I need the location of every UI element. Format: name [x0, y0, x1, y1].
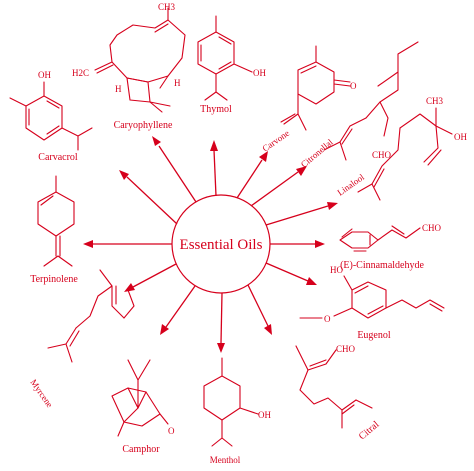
caryophyllene-h2c-label: H2C	[72, 68, 89, 78]
arrow-menthol	[217, 292, 225, 353]
menthol-oh-label: OH	[258, 410, 271, 420]
cinnamaldehyde-cho-label: CHO	[422, 223, 442, 233]
citral-structure: CHO Citral	[295, 344, 382, 442]
terpinolene-structure: Terpinolene	[30, 175, 78, 285]
citronellal-cho-label: CHO	[372, 150, 392, 160]
thymol-oh-label: OH	[253, 68, 266, 78]
carvacrol-oh-label: OH	[38, 70, 51, 80]
arrow-terpinolene	[83, 240, 172, 248]
linalool-label: Linalool	[335, 172, 366, 198]
eugenol-structure: HO O Eugenol	[299, 265, 445, 341]
arrow-carvacrol	[119, 170, 178, 225]
citral-label: Citral	[357, 419, 382, 442]
arrow-caryophyllene	[152, 136, 197, 203]
terpinolene-label: Terpinolene	[30, 274, 78, 285]
menthol-structure: OH Menthol	[203, 357, 271, 465]
arrow-citral	[247, 284, 272, 335]
eugenol-ho-label: HO	[330, 265, 343, 275]
menthol-label: Menthol	[210, 455, 241, 465]
camphor-label: Camphor	[122, 444, 160, 455]
arrows	[83, 136, 338, 353]
citral-cho-label: CHO	[336, 344, 356, 354]
camphor-o-label: O	[168, 426, 175, 436]
carvone-label: Carvone	[260, 128, 291, 154]
hub-label: Essential Oils	[180, 237, 263, 253]
camphor-structure: O Camphor	[111, 359, 175, 455]
caryophyllene-h2-label: H	[174, 78, 181, 88]
thymol-label: Thymol	[200, 104, 232, 115]
myrcene-structure: Myrcene	[28, 269, 135, 409]
carvone-o-label: O	[350, 81, 357, 91]
arrow-camphor	[160, 285, 196, 335]
caryophyllene-ch3-label: CH3	[158, 2, 176, 12]
arrow-cinnamaldehyde	[270, 240, 325, 248]
myrcene-label: Myrcene	[28, 377, 55, 409]
linalool-ch3-label: CH3	[426, 96, 444, 106]
arrow-carvone	[236, 151, 268, 199]
carvacrol-label: Carvacrol	[38, 152, 78, 163]
citronellal-label: Citronellal	[299, 137, 335, 170]
eugenol-o-label: O	[324, 314, 331, 324]
cinnamaldehyde-structure: CHO (E)-Cinnamaldehyde	[339, 223, 442, 271]
eugenol-label: Eugenol	[357, 330, 391, 341]
arrow-thymol	[210, 140, 218, 197]
cinnamaldehyde-label: (E)-Cinnamaldehyde	[340, 260, 424, 271]
thymol-structure: OH Thymol	[197, 15, 266, 115]
caryophyllene-h1-label: H	[115, 84, 122, 94]
caryophyllene-structure: CH3 H2C H H Caryophyllene	[72, 2, 186, 131]
carvacrol-structure: OH Carvacrol	[9, 70, 93, 163]
linalool-oh-label: OH	[454, 132, 467, 142]
arrow-eugenol	[265, 262, 317, 285]
hub: Essential Oils	[171, 194, 271, 294]
arrow-linalool	[265, 202, 338, 226]
caryophyllene-label: Caryophyllene	[114, 120, 173, 131]
linalool-structure: CH3 OH Linalool	[335, 96, 467, 201]
arrow-citronellal	[250, 166, 307, 207]
arrow-myrcene	[124, 263, 177, 292]
citronellal-structure: CHO Citronellal	[299, 41, 419, 170]
